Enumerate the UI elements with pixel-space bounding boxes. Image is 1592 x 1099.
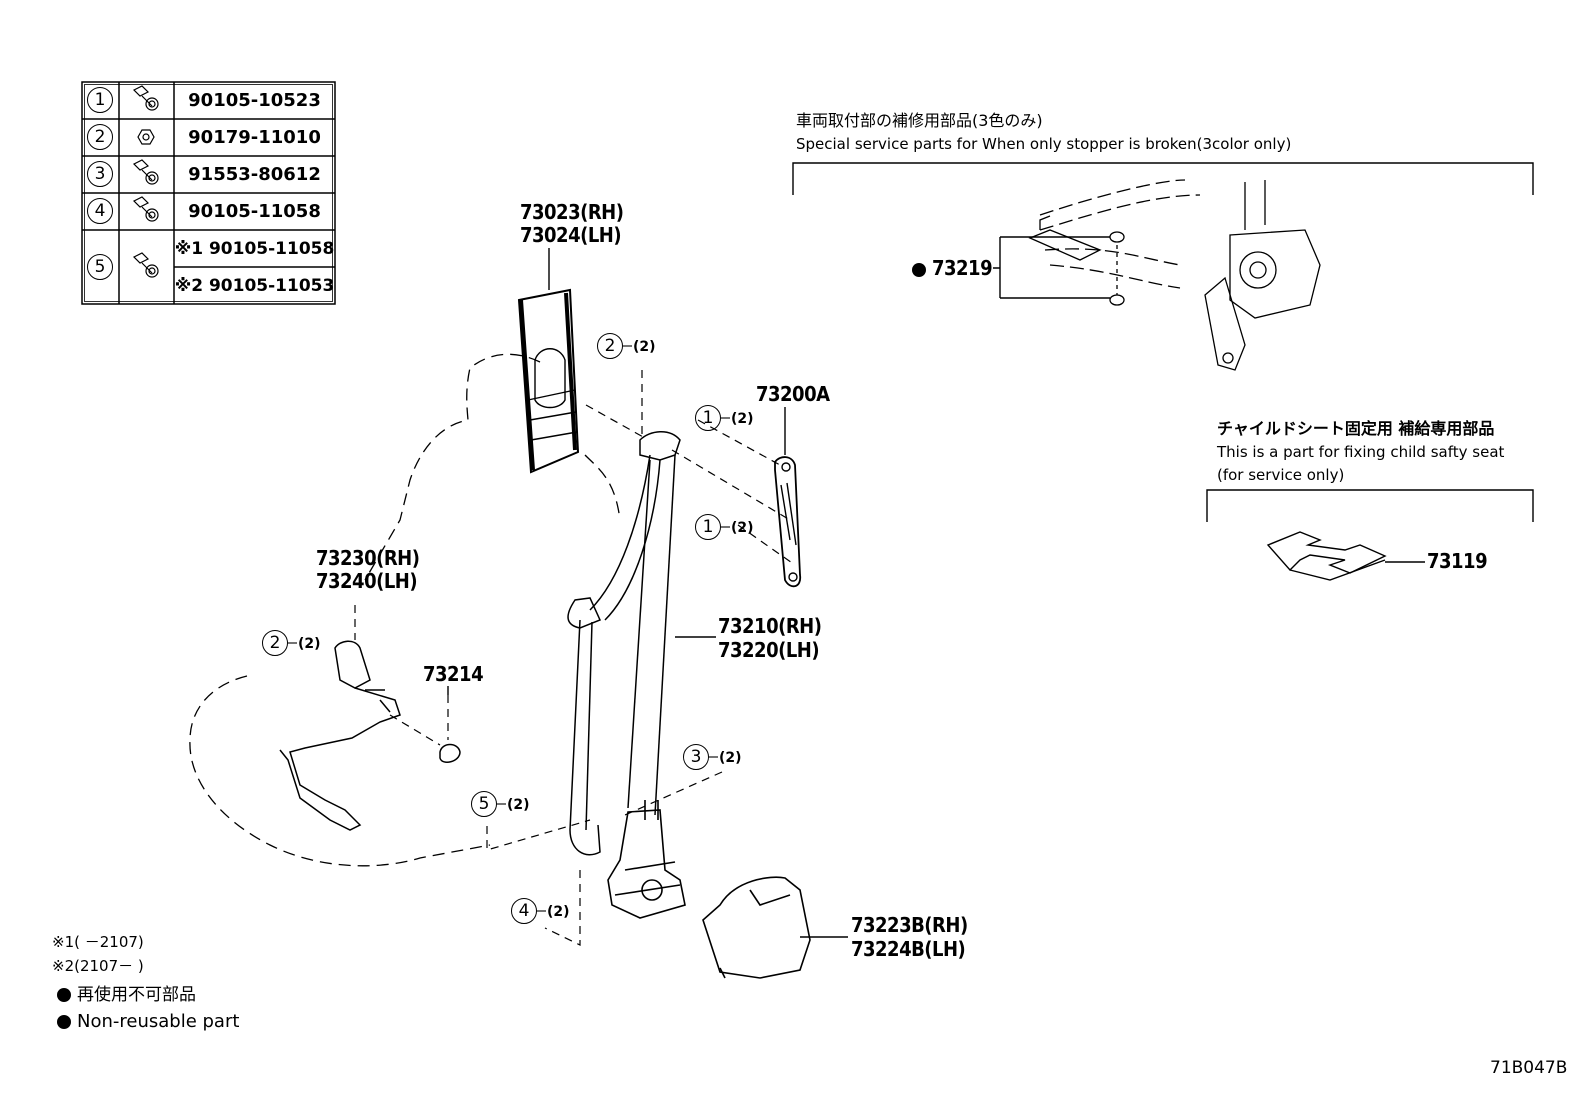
legend-en-text: Non-reusable part [77,1011,240,1032]
callout-73219-text: 73219 [932,256,993,280]
table-row-5-part-b: ※2 90105-11053 [174,275,335,296]
bolt-icon [132,196,159,222]
retractor-cover [702,876,848,979]
bolt-icon [132,252,159,278]
anchor-plate [774,407,802,588]
callout-73214: 73214 [423,662,484,686]
buckle-assembly [279,640,401,831]
marker-leaders [288,345,730,912]
child-seat-title-jp: チャイルドシート固定用 補給専用部品 [1217,419,1495,438]
non-reusable-dot-icon [912,262,926,277]
non-reusable-dot-icon [57,1015,71,1029]
table-row-3-part: 91553-80612 [188,164,321,185]
marker-1-b: 1 [695,514,721,540]
parts-table-grid [81,81,336,305]
marker-5-qty: (2) [507,797,530,813]
table-row-5-number: 5 [87,254,113,280]
alignment-lines [354,370,796,946]
child-seat-bracket [1206,489,1534,522]
note-2: ※2(2107－ ) [52,957,144,975]
figure-id: 71B047B [1490,1058,1568,1078]
marker-3-qty: (2) [719,750,742,766]
table-row-2-part: 90179-11010 [188,127,321,148]
legend-en: Non-reusable part [57,1013,239,1031]
child-seat-plate [1266,531,1387,581]
marker-4: 4 [511,898,537,924]
clip-73214 [439,743,461,763]
table-row-1-number: 1 [87,87,113,113]
pillar-trim [517,248,580,474]
callout-73023: 73023(RH) [520,200,624,224]
marker-3: 3 [683,744,709,770]
dashed-outline-seat [189,353,621,867]
bolt-icon [132,85,159,111]
marker-2-top-qty: (2) [633,339,656,355]
bolt-icon [132,159,159,185]
table-row-5-part-a: ※1 90105-11058 [174,238,335,259]
callout-73219: 73219 [912,256,993,280]
marker-2-left: 2 [262,630,288,656]
callout-73223b: 73223B(RH) [851,913,968,937]
callout-73230: 73230(RH) [316,546,420,570]
child-seat-line1: This is a part for fixing child safty se… [1217,443,1505,461]
legend-jp: 再使用不可部品 [57,987,196,1004]
callout-73119: 73119 [1427,549,1488,573]
stopper-illustration [1028,179,1321,371]
nut-icon [137,129,155,145]
callout-73210: 73210(RH) [718,614,822,638]
marker-5: 5 [471,791,497,817]
callout-73240: 73240(LH) [316,569,418,593]
table-row-2-number: 2 [87,124,113,150]
marker-2-left-qty: (2) [298,636,321,652]
special-service-title-jp: 車両取付部の補修用部品(3色のみ) [796,111,1043,130]
table-row-3-number: 3 [87,161,113,187]
callout-73200a: 73200A [756,382,830,406]
retractor-assembly [607,800,686,919]
note-1: ※1( －2107) [52,933,144,951]
marker-2-top: 2 [597,333,623,359]
table-row-4-part: 90105-11058 [188,201,321,222]
callout-73024: 73024(LH) [520,223,622,247]
table-icons [132,85,159,278]
leader-73219 [993,236,1110,299]
callout-73220: 73220(LH) [718,638,820,662]
marker-4-qty: (2) [547,904,570,920]
legend-jp-text: 再使用不可部品 [77,985,196,1005]
marker-1-b-qty: (2) [731,520,754,536]
marker-1-a-qty: (2) [731,411,754,427]
special-service-title-en: Special service parts for When only stop… [796,135,1292,153]
table-row-1-part: 90105-10523 [188,90,321,111]
callout-73224b: 73224B(LH) [851,937,966,961]
special-service-bracket [792,162,1534,195]
seatbelt-webbing [567,431,681,856]
marker-1-a: 1 [695,405,721,431]
table-row-4-number: 4 [87,198,113,224]
non-reusable-dot-icon [57,988,71,1002]
child-seat-line2: (for service only) [1217,466,1345,484]
